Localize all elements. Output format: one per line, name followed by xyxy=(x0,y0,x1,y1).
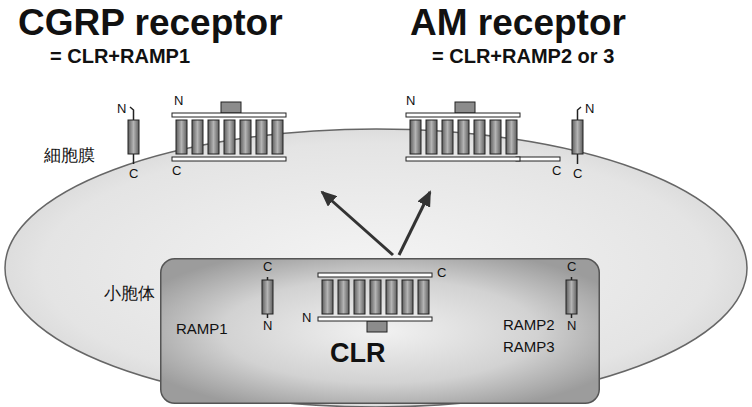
ramp-helix xyxy=(262,280,273,314)
ramp-terminus xyxy=(578,107,582,120)
membrane-ellipse xyxy=(5,129,747,407)
ramp-helix xyxy=(572,120,583,154)
clr-tail xyxy=(516,157,560,161)
terminus-label: C xyxy=(129,167,138,182)
membrane-label: 細胞膜 xyxy=(44,146,95,166)
terminus-label: C xyxy=(573,167,582,182)
terminus-label: N xyxy=(585,102,594,117)
terminus-label: N xyxy=(263,319,272,334)
receptor-formula: = CLR+RAMP1 xyxy=(50,45,190,68)
ramp-helix xyxy=(566,280,577,314)
clr-helices xyxy=(406,102,520,161)
terminus-label: N xyxy=(174,94,183,109)
terminus-label: C xyxy=(437,266,446,281)
receptor-heading: AM receptor xyxy=(410,2,626,45)
ramp-label: RAMP2 xyxy=(503,316,555,333)
clr-helices xyxy=(318,273,432,332)
terminus-label: N xyxy=(567,319,576,334)
ramp-terminus xyxy=(133,154,135,164)
vesicle-rect xyxy=(161,259,600,404)
receptor-heading: CGRP receptor xyxy=(18,2,283,45)
trafficking-arrow xyxy=(322,192,393,255)
ramp-terminus xyxy=(267,314,269,318)
ramp-terminus xyxy=(577,154,579,164)
ramp-terminus xyxy=(571,314,573,318)
receptor-formula: = CLR+RAMP2 or 3 xyxy=(432,45,614,68)
vesicle-label: 小胞体 xyxy=(104,284,155,304)
terminus-label: C xyxy=(567,260,576,275)
terminus-label: C xyxy=(263,260,272,275)
terminus-label: C xyxy=(552,164,561,179)
ramp-terminus xyxy=(130,107,134,120)
cell-membrane: 細胞膜小胞体 RAMP1CLR RAMP2RAMP3 xyxy=(4,128,748,407)
terminus-label: C xyxy=(172,164,181,179)
terminus-label: N xyxy=(406,94,415,109)
ramp-label: RAMP3 xyxy=(503,338,555,355)
terminus-label: N xyxy=(302,311,311,326)
ramp-helix xyxy=(128,120,139,154)
ramp-label: RAMP1 xyxy=(176,320,228,337)
terminus-label: N xyxy=(117,102,126,117)
clr-label: CLR xyxy=(330,338,386,369)
trafficking-arrow xyxy=(399,192,430,255)
clr-helices xyxy=(172,102,286,161)
